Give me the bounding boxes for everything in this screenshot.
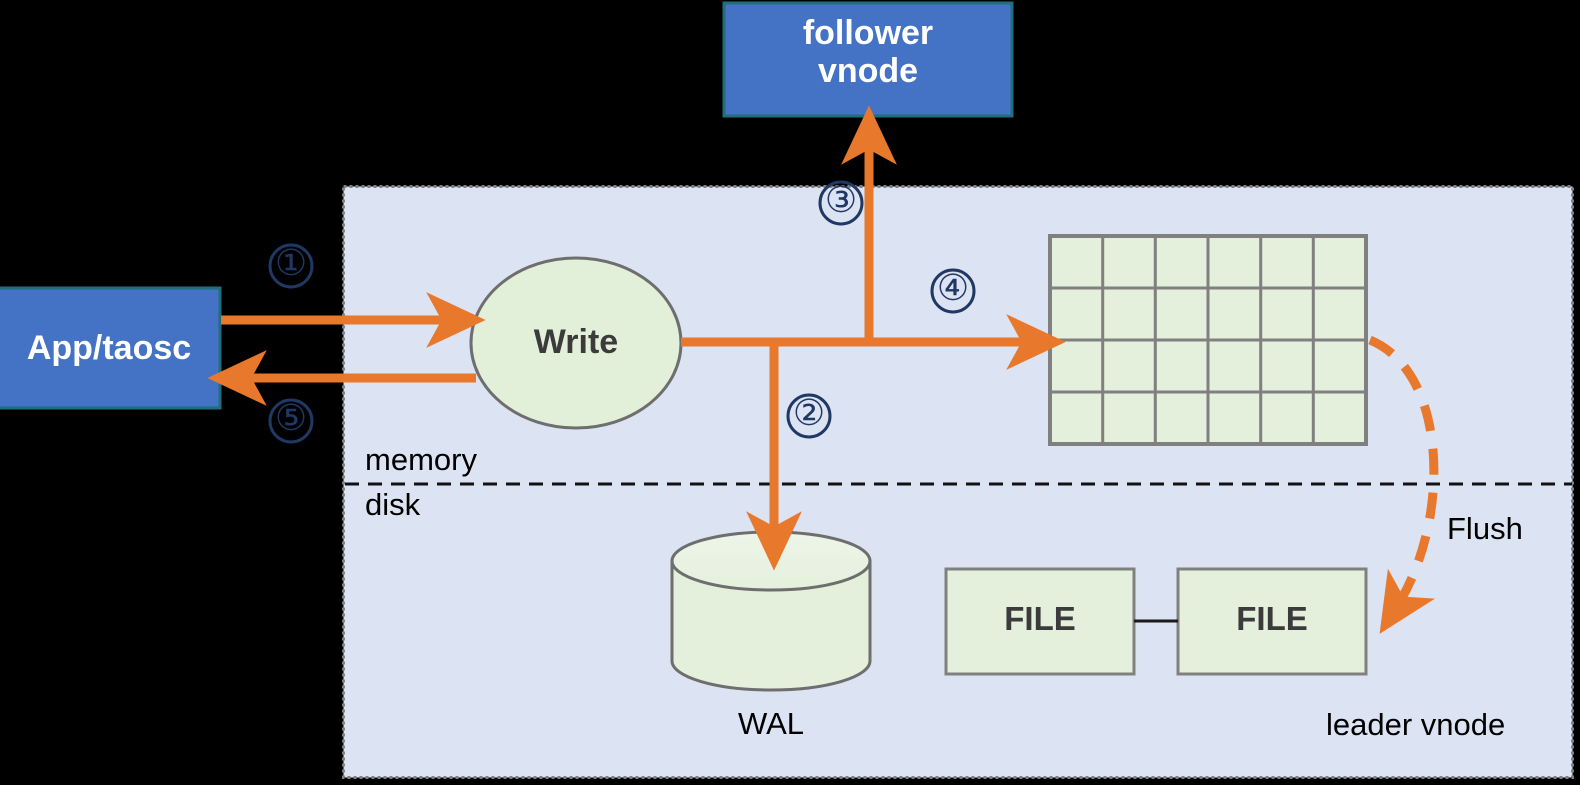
step-2-number: ②	[792, 392, 826, 433]
step-3-circle	[818, 180, 864, 226]
step-1-circle	[268, 243, 314, 289]
wal-cylinder	[670, 530, 872, 692]
disk-label: disk	[365, 487, 421, 522]
step-4-number: ④	[936, 267, 970, 308]
memtable-grid	[1048, 234, 1368, 446]
flush-arrow	[1368, 335, 1439, 634]
step-4-circle	[930, 268, 976, 314]
app-taosc-label: App/taosc	[26, 329, 192, 367]
follower-vnode-label-line2: vnode	[817, 52, 919, 91]
file-left-label: FILE	[1004, 600, 1076, 637]
step-3-number: ③	[824, 179, 858, 220]
file-right-label: FILE	[1236, 600, 1308, 637]
follower-vnode-box	[722, 1, 1014, 118]
file-box-left	[944, 567, 1136, 676]
memory-label: memory	[365, 442, 477, 477]
write-node-label: Write	[533, 323, 619, 361]
app-taosc-box	[0, 286, 222, 410]
wal-label: WAL	[737, 706, 805, 741]
step-5-number: ⑤	[274, 397, 308, 438]
step-1-number: ①	[274, 242, 308, 283]
leader-vnode-label: leader vnode	[1326, 707, 1506, 742]
step-5-circle	[268, 398, 314, 444]
flush-label: Flush	[1447, 511, 1523, 546]
step-2-circle	[786, 393, 832, 439]
